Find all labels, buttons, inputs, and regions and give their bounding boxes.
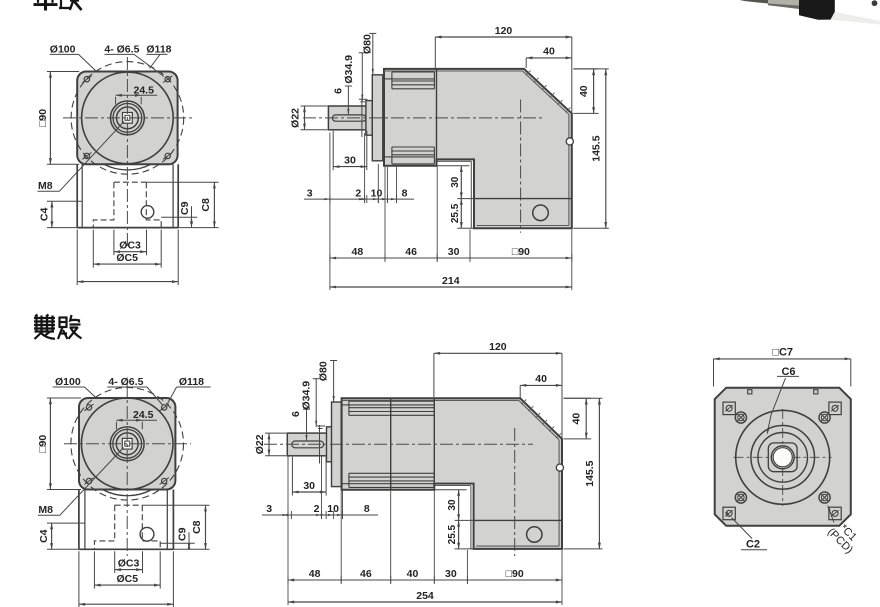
svg-text:ØC3: ØC3 [118, 558, 140, 570]
svg-text:ØC5: ØC5 [116, 252, 138, 264]
svg-text:214: 214 [442, 275, 460, 287]
svg-text:M8: M8 [38, 504, 53, 516]
svg-text:C8: C8 [191, 520, 203, 534]
svg-text:C9: C9 [177, 527, 189, 541]
svg-text:Ø100: Ø100 [55, 376, 81, 388]
svg-text:30: 30 [445, 568, 457, 580]
svg-text:40: 40 [535, 373, 547, 385]
svg-text:C4: C4 [38, 529, 50, 543]
svg-text:254: 254 [416, 590, 434, 602]
svg-text:30: 30 [303, 480, 315, 492]
svg-text:24.5: 24.5 [134, 84, 155, 96]
svg-text:□90: □90 [37, 109, 49, 127]
svg-text:40: 40 [543, 46, 555, 58]
svg-text:6: 6 [333, 88, 345, 94]
svg-text:46: 46 [405, 246, 417, 258]
svg-text:C4: C4 [38, 208, 50, 222]
svg-text:3: 3 [307, 187, 313, 199]
svg-text:40: 40 [571, 413, 583, 425]
svg-text:30: 30 [344, 155, 356, 167]
svg-text:48: 48 [309, 568, 321, 580]
svg-text:4- Ø6.5: 4- Ø6.5 [108, 376, 143, 388]
svg-text:46: 46 [360, 568, 372, 580]
svg-text:10: 10 [371, 187, 383, 199]
svg-text:□C7: □C7 [772, 346, 793, 358]
svg-text:145.5: 145.5 [584, 460, 596, 486]
svg-text:Ø118: Ø118 [146, 44, 171, 56]
svg-text:40: 40 [578, 85, 590, 97]
svg-text:3: 3 [266, 503, 272, 515]
svg-text:Ø34.9: Ø34.9 [343, 55, 355, 84]
svg-text:25.5: 25.5 [450, 203, 461, 223]
svg-text:Ø34.9: Ø34.9 [300, 381, 312, 410]
svg-text:4- Ø6.5: 4- Ø6.5 [104, 44, 139, 56]
svg-text:25.5: 25.5 [447, 524, 458, 544]
svg-text:6: 6 [290, 411, 302, 417]
svg-text:C6: C6 [781, 366, 795, 378]
svg-text:8: 8 [402, 187, 408, 199]
svg-text:Ø100: Ø100 [50, 44, 76, 56]
svg-text:□90: □90 [506, 568, 524, 580]
svg-text:30: 30 [447, 499, 458, 511]
svg-text:□90: □90 [512, 246, 530, 258]
svg-text:120: 120 [495, 25, 513, 37]
svg-text:Ø80: Ø80 [317, 361, 329, 381]
svg-text:Ø22: Ø22 [254, 434, 266, 454]
svg-text:2: 2 [314, 503, 320, 515]
svg-text:Ø22: Ø22 [290, 108, 302, 128]
svg-text:□90: □90 [37, 435, 49, 453]
svg-text:C9: C9 [179, 201, 191, 215]
svg-text:120: 120 [489, 341, 507, 353]
svg-text:145.5: 145.5 [590, 135, 602, 161]
svg-text:ØC3: ØC3 [119, 240, 141, 252]
svg-text:M8: M8 [38, 180, 53, 192]
svg-text:ØC5: ØC5 [117, 573, 139, 585]
svg-text:8: 8 [364, 503, 370, 515]
svg-text:Ø118: Ø118 [179, 376, 204, 388]
svg-text:2: 2 [355, 187, 361, 199]
svg-text:24.5: 24.5 [133, 409, 154, 421]
svg-text:C2: C2 [746, 539, 760, 551]
svg-text:48: 48 [352, 246, 364, 258]
svg-text:10: 10 [327, 503, 339, 515]
svg-text:40: 40 [407, 568, 419, 580]
svg-text:30: 30 [450, 176, 461, 188]
svg-text:C8: C8 [200, 198, 212, 212]
svg-text:Ø80: Ø80 [362, 34, 374, 54]
svg-text:30: 30 [448, 246, 460, 258]
